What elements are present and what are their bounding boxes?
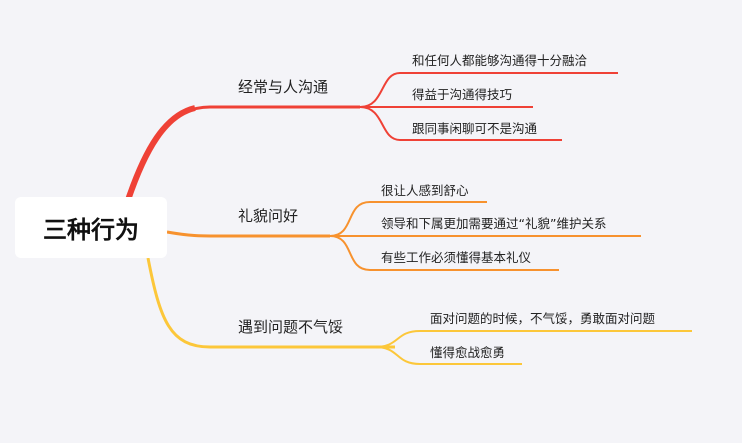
branch-node[interactable]: 礼貌问好 — [238, 207, 299, 225]
root-node[interactable]: 三种行为 — [15, 197, 167, 258]
connector-leaf-2-1 — [329, 201, 487, 237]
leaf-node[interactable]: 有些工作必须懂得基本礼仪 — [381, 250, 532, 265]
leaf-node[interactable]: 很让人感到舒心 — [381, 183, 469, 198]
connector-leaf-3-1 — [374, 330, 692, 348]
connector-leaf-1-1 — [359, 72, 618, 108]
connector-branch-1-fat — [125, 105, 196, 201]
connector-branch-1 — [128, 105, 360, 198]
connector-branch-3 — [146, 257, 395, 349]
branch-node[interactable]: 经常与人沟通 — [238, 78, 329, 96]
branch-node[interactable]: 遇到问题不气馁 — [238, 318, 344, 336]
connector-branch-2 — [166, 230, 330, 238]
leaf-node[interactable]: 跟同事闲聊可不是沟通 — [412, 121, 538, 136]
connector-leaf-3-2 — [374, 346, 522, 365]
connector-leaf-1-3 — [359, 106, 562, 141]
leaf-node[interactable]: 领导和下属更加需要通过“礼貌”维护关系 — [381, 216, 607, 231]
leaf-node[interactable]: 懂得愈战愈勇 — [430, 345, 506, 360]
leaf-node[interactable]: 得益于沟通得技巧 — [412, 87, 513, 102]
leaf-node[interactable]: 面对问题的时候，不气馁，勇敢面对问题 — [430, 311, 656, 326]
leaf-node[interactable]: 和任何人都能够沟通得十分融洽 — [412, 53, 588, 68]
connector-leaf-2-3 — [329, 235, 559, 271]
